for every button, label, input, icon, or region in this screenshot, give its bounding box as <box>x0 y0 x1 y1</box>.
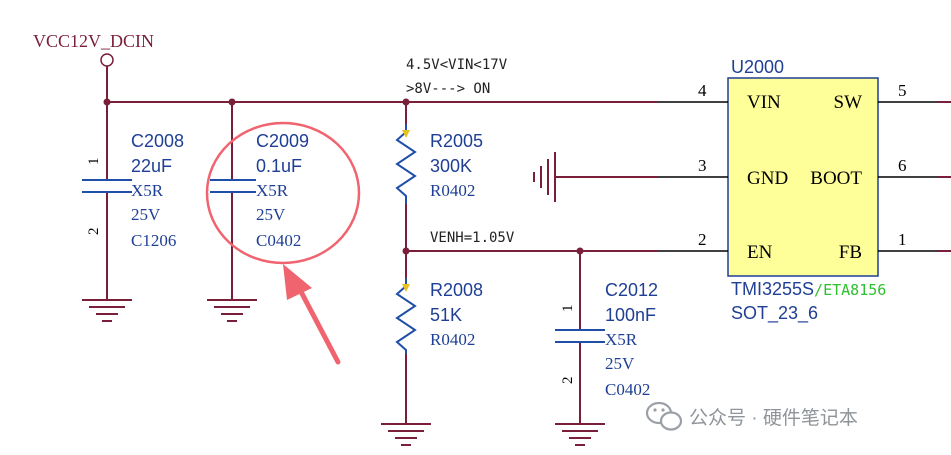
resistor-zigzag <box>395 124 417 204</box>
r2005-value: 300K <box>430 156 472 176</box>
junction-dot <box>103 98 111 106</box>
resistor-r2005: R2005 300K R0402 <box>395 124 483 204</box>
c2009-ref: C2009 <box>256 131 309 151</box>
ic-part-number: TMI3255S <box>731 279 814 299</box>
c2012-value: 100nF <box>605 305 656 325</box>
power-port-circle-icon <box>100 53 114 67</box>
c2008-value: 22uF <box>131 156 172 176</box>
c2008-dielectric: X5R <box>131 181 164 200</box>
ic-u2000: U2000 4 3 2 VIN GND EN 5 6 1 SW BOOT FB … <box>658 57 938 324</box>
ic-package: SOT_23_6 <box>731 303 818 324</box>
r2008-ref: R2008 <box>430 280 483 300</box>
c2009-voltage: 25V <box>256 205 286 224</box>
pin-en-name: EN <box>747 242 773 263</box>
c2008-pin1-label: 1 <box>86 158 102 166</box>
vcc-net-label: VCC12V_DCIN <box>33 31 154 51</box>
pin-en-number: 2 <box>698 230 707 249</box>
resistor-r2008: R2008 51K R0402 <box>395 278 483 354</box>
c2012-ref: C2012 <box>605 280 658 300</box>
pointer-arrow-shaft <box>295 283 341 365</box>
pin-vin-name: VIN <box>747 92 781 113</box>
pin-sw-name: SW <box>834 92 863 113</box>
c2012-pin1-label: 1 <box>560 305 576 313</box>
vin-on-note: >8V---> ON <box>406 81 490 97</box>
pin-vin-number: 4 <box>698 81 707 100</box>
c2009-package: C0402 <box>256 231 301 250</box>
resistor-zigzag <box>395 278 417 354</box>
r2008-value: 51K <box>430 305 462 325</box>
ic-ref: U2000 <box>731 57 784 77</box>
highlight-circle <box>205 121 361 265</box>
c2009-value: 0.1uF <box>256 156 302 176</box>
capacitor-c2009: C2009 0.1uF X5R 25V C0402 <box>210 131 309 250</box>
pin-gnd-name: GND <box>747 168 788 189</box>
junctions <box>103 98 584 255</box>
pointer-arrow-icon <box>283 264 312 300</box>
gnd-symbol-ic <box>533 152 556 202</box>
gnd-symbol-r2008 <box>381 423 431 446</box>
venh-net-label: VENH=1.05V <box>430 230 515 246</box>
pin-fb-name: FB <box>839 242 862 263</box>
pin-fb-number: 1 <box>898 230 907 249</box>
c2008-package: C1206 <box>131 231 176 250</box>
junction-dot <box>576 247 584 255</box>
r2005-ref: R2005 <box>430 131 483 151</box>
c2009-dielectric: X5R <box>256 181 289 200</box>
resistor-pin-marker <box>402 130 410 138</box>
c2012-pin2-label: 2 <box>560 377 576 385</box>
ic-body <box>727 77 879 277</box>
wechat-logo-icon <box>645 401 683 431</box>
gnd-symbol-c2009 <box>207 299 257 322</box>
c2008-pin2-label: 2 <box>86 228 102 236</box>
watermark-text: 公众号 · 硬件笔记本 <box>689 407 858 429</box>
watermark: 公众号 · 硬件笔记本 <box>645 401 858 431</box>
pin-boot-number: 6 <box>898 156 907 175</box>
ic-alt-part-number: /ETA8156 <box>814 281 886 299</box>
c2012-dielectric: X5R <box>605 330 638 349</box>
capacitor-c2012: 1 2 C2012 100nF X5R 25V C0402 <box>555 280 658 399</box>
c2012-package: C0402 <box>605 380 650 399</box>
vin-range-note: 4.5V<VIN<17V <box>406 57 508 73</box>
gnd-symbol-c2012 <box>555 423 605 446</box>
resistor-pin-marker <box>402 284 410 292</box>
c2008-ref: C2008 <box>131 131 184 151</box>
c2012-voltage: 25V <box>605 354 635 373</box>
junction-dot <box>402 98 410 106</box>
junction-dot <box>402 247 410 255</box>
capacitor-c2008: 1 2 C2008 22uF X5R 25V C1206 <box>82 131 184 250</box>
c2008-voltage: 25V <box>131 205 161 224</box>
pin-boot-name: BOOT <box>810 168 862 189</box>
junction-dot <box>228 98 236 106</box>
pin-gnd-number: 3 <box>698 156 707 175</box>
gnd-symbol-c2008 <box>82 299 132 322</box>
ic-part-label: TMI3255S/ETA8156 <box>731 279 886 299</box>
r2008-package: R0402 <box>430 330 475 349</box>
annotation-highlight <box>205 121 361 365</box>
vcc-power-port: VCC12V_DCIN <box>33 31 154 67</box>
r2005-package: R0402 <box>430 181 475 200</box>
pin-sw-number: 5 <box>898 81 907 100</box>
